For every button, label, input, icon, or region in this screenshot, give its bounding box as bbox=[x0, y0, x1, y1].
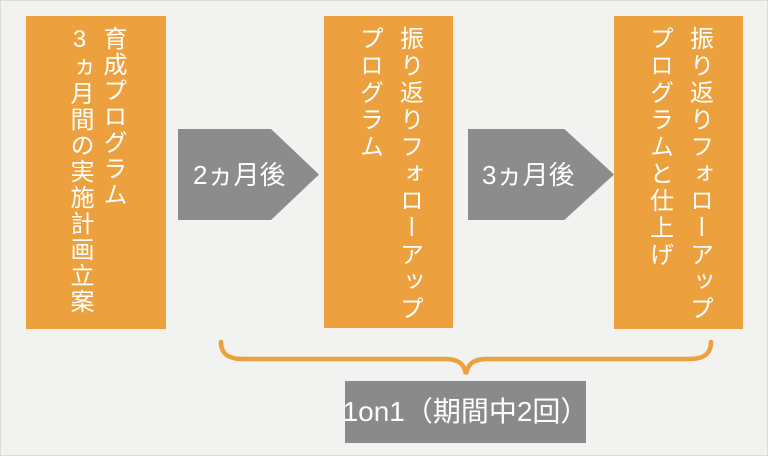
process-box-followup-text: 振り返りフォローアップ プログラム bbox=[355, 26, 423, 323]
arrow-3-months: 3ヵ月後 bbox=[468, 129, 614, 220]
arrow-2-months-label: 2ヵ月後 bbox=[193, 159, 286, 190]
process-box-finish: 振り返りフォローアップ プログラムと仕上げ bbox=[614, 16, 743, 329]
one-on-one-label: 1on1（期間中2回） bbox=[342, 396, 589, 427]
arrow-3-months-label: 3ヵ月後 bbox=[482, 159, 575, 190]
process-box-finish-text: 振り返りフォローアップ プログラムと仕上げ bbox=[645, 26, 713, 323]
process-box-plan: 育成プログラム 3ヵ月間の実施計画立案 bbox=[26, 16, 166, 329]
process-box-followup: 振り返りフォローアップ プログラム bbox=[324, 16, 453, 328]
arrow-2-months: 2ヵ月後 bbox=[178, 129, 319, 220]
one-on-one-box: 1on1（期間中2回） bbox=[342, 381, 589, 443]
underbrace-shape bbox=[218, 339, 714, 375]
process-box-plan-text: 育成プログラム 3ヵ月間の実施計画立案 bbox=[66, 26, 126, 315]
